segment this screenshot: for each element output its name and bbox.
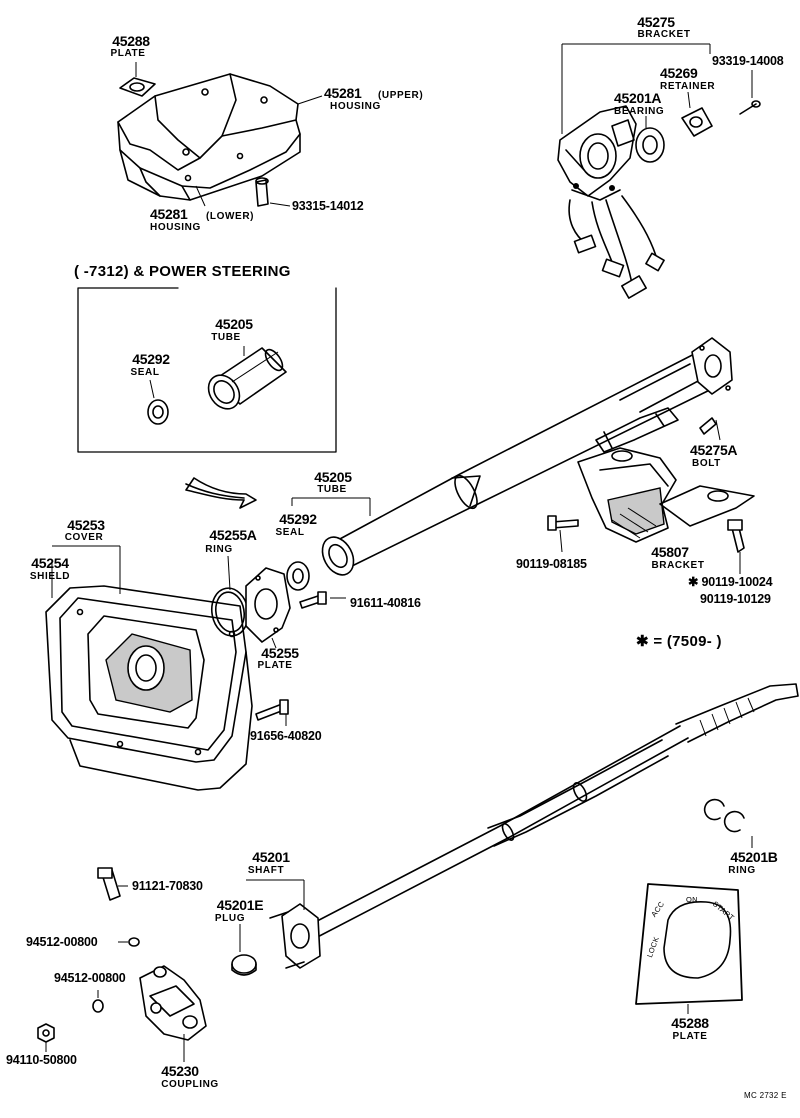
part-name: SHIELD [29,571,71,582]
part-name: RETAINER [660,81,716,92]
part-number: 45255 [261,645,299,661]
column-tube-45205-part [291,337,733,576]
part-name: BRACKET [637,29,691,40]
inset-tube-45205-part [207,346,287,410]
bracket-45275-part [557,43,711,299]
callout-93319-14008: 93319-14008 [712,54,784,68]
steering-column-housing-part [117,73,323,207]
shield-cover-45253-45254-part [45,545,253,791]
callout-93315-14012: 93315-14012 [292,199,364,213]
ignition-position-on: ON [686,895,698,904]
footer-code: MC 2732 E [744,1091,787,1100]
part-number: 45205 [215,316,253,332]
part-name: TUBE [317,484,347,495]
part-number: 45288 [671,1015,709,1031]
bolt-90119-10024-part [727,519,745,574]
date-range-note: ✱ = (7509- ) [636,633,722,650]
part-number: 45205 [314,469,352,485]
plate-45255-part [245,567,291,649]
screw-93315-part [255,177,291,207]
steering-shaft-45201-part [246,683,799,969]
part-number: 45201E [216,897,264,913]
part-number: 45807 [651,544,689,560]
power-steering-inset-box [77,287,337,453]
part-name: COVER [64,532,104,543]
plate-45288-top-part [119,62,156,97]
coupling-45230-part [139,965,207,1062]
part-name: PLATE [672,1031,708,1042]
callout-94110-50800: 94110-50800 [6,1053,77,1067]
part-number: 45253 [67,517,105,533]
callout-90119-10129: 90119-10129 [700,592,771,606]
bracket-45807-part [577,447,755,543]
part-number: 45201 [252,849,290,865]
ignition-key-plate-45288-part [635,883,743,1014]
callout-90119-08185: 90119-08185 [516,557,587,571]
part-name: BRACKET [651,560,705,571]
bearing-45201A-part [635,116,665,163]
part-name: BEARING [614,106,665,117]
bolt-45275A-part [699,417,721,441]
bolt-91656-part [255,699,289,726]
part-name: SEAL [275,527,305,538]
part-number: 45275 [637,14,675,30]
part-number: 45230 [161,1063,199,1079]
part-number: 45269 [660,65,698,81]
bolt-91121-part [97,867,128,901]
screw-93319-part [739,70,761,115]
part-name: SHAFT [247,865,285,876]
callout-91121-70830: 91121-70830 [132,879,203,893]
part-note: (LOWER) [206,211,255,222]
reference-arrow [185,477,257,509]
part-note: (UPPER) [378,90,424,101]
pin-94512-a-part [118,937,140,947]
callout-94512-00800-b: 94512-00800 [54,971,126,985]
bolt-90119-08185-part [547,515,579,553]
ring-45201B-part [703,798,753,848]
inset-seal-45292-part [147,379,169,425]
bolt-91611-part [299,591,346,609]
part-name: PLUG [214,913,246,924]
retainer-45269-part [681,91,713,137]
seal-45292-part [286,561,310,591]
part-number: 45255A [209,527,257,543]
part-number: 45281 [324,85,362,101]
callout-90119-10024: ✱ 90119-10024 [688,575,773,589]
part-name: RING [205,544,233,555]
part-number: 45201A [614,90,662,106]
plug-45201E-part [231,924,257,976]
part-name: PLATE [257,660,293,671]
part-number: 45288 [112,33,150,49]
part-number: 45281 [150,206,188,222]
part-name: RING [728,865,756,876]
part-number: 45275A [690,442,738,458]
part-name: HOUSING [150,222,201,233]
part-number: 45201B [730,849,778,865]
part-name: PLATE [110,48,146,59]
callout-94512-00800-a: 94512-00800 [26,935,98,949]
part-number: 45254 [31,555,69,571]
part-name: HOUSING [330,101,381,112]
pin-94512-b-part [92,990,104,1013]
part-number: 45292 [132,351,170,367]
part-name: TUBE [211,332,241,343]
part-name: SEAL [130,367,160,378]
callout-91611-40816: 91611-40816 [350,596,421,610]
nut-94110-part [37,1023,55,1052]
part-name: BOLT [692,458,721,469]
part-name: COUPLING [161,1079,219,1090]
part-number: 45292 [279,511,317,527]
callout-91656-40820: 91656-40820 [250,729,322,743]
inset-heading: ( -7312) & POWER STEERING [74,263,291,280]
